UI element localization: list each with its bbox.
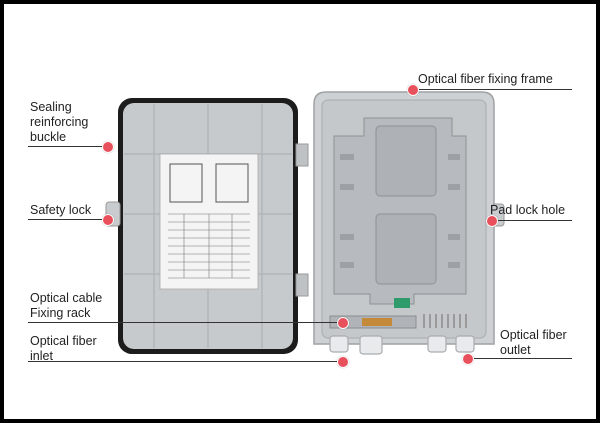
callout-dot-pad-lock-hole [486,215,498,227]
callout-dot-fixing-frame [407,84,419,96]
leader-line-sealing-buckle [28,146,112,147]
enclosure-base [313,91,505,345]
fiber-distribution-box-illustration [105,91,505,355]
callout-dot-fiber-outlet [462,353,474,365]
leader-line-fiber-outlet [470,358,572,359]
label-optical-fiber-inlet: Optical fiber inlet [30,334,97,363]
leader-line-safety-lock [28,219,112,220]
cable-glands [329,335,475,355]
leader-line-pad-lock-hole [490,220,572,221]
leader-line-fiber-inlet [28,361,340,362]
callout-dot-cable-fixing-rack [337,317,349,329]
leader-line-fixing-frame [412,89,572,90]
label-optical-fiber-fixing-frame: Optical fiber fixing frame [418,72,553,86]
label-optical-fiber-outlet: Optical fiber outlet [500,328,567,357]
leader-line-cable-fixing-rack [28,322,342,323]
callout-dot-fiber-inlet [337,356,349,368]
callout-dot-sealing-buckle [102,141,114,153]
label-pad-lock-hole: Pad lock hole [490,203,566,217]
callout-dot-safety-lock [102,214,114,226]
label-sealing-reinforcing-buckle: Sealing reinforcing buckle [30,100,89,144]
label-safety-lock: Safety lock [30,203,92,217]
product-photo-frame: Sealing reinforcing buckle Safety lock O… [4,4,596,419]
label-optical-cable-fixing-rack: Optical cable Fixing rack [30,291,103,320]
open-door [105,98,298,354]
